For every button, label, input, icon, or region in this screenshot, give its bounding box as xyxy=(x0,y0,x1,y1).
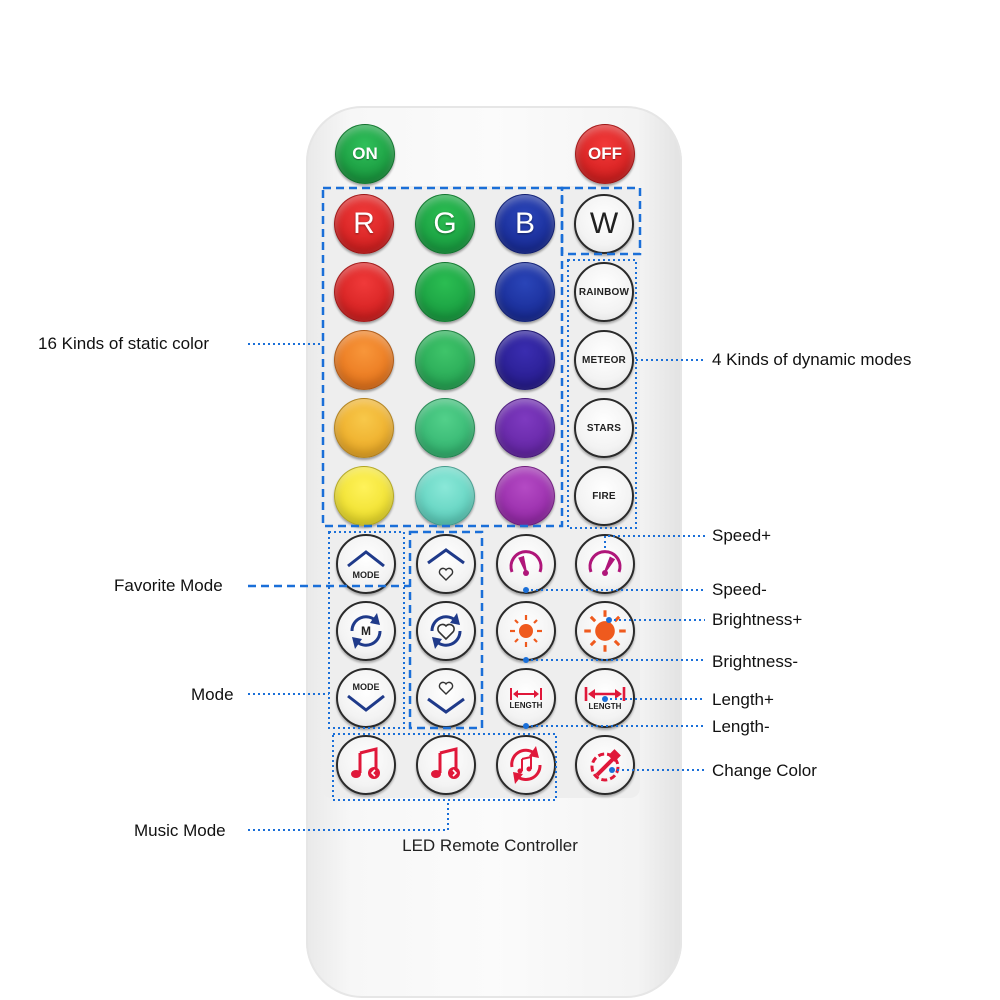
mode-label: Mode xyxy=(191,685,234,704)
favorite-cycle-button[interactable] xyxy=(416,601,476,661)
length-plus-label-text: Length+ xyxy=(712,690,774,709)
mode-up-button[interactable]: MODE xyxy=(336,534,396,594)
mode-up-label: MODE xyxy=(352,570,380,580)
blue-button[interactable]: B xyxy=(495,194,555,254)
mode-cycle-button[interactable]: M xyxy=(336,601,396,661)
sun-icon xyxy=(510,615,542,647)
mode-down-button[interactable]: MODE xyxy=(336,668,396,728)
on-label: ON xyxy=(352,144,378,163)
white-letter: W xyxy=(589,207,619,240)
chevron-up-icon xyxy=(427,548,465,565)
mode-down-label: MODE xyxy=(352,682,380,692)
length-minus-label: LENGTH xyxy=(509,700,543,710)
music-cycle-button[interactable] xyxy=(496,735,556,795)
cycle-heart-icon xyxy=(430,613,462,649)
change-color-label: Change Color xyxy=(712,761,817,780)
color-button-purple[interactable] xyxy=(495,398,555,458)
color-button-sea-green[interactable] xyxy=(415,330,475,390)
dynamic-modes-label: 4 Kinds of dynamic modes xyxy=(712,350,912,369)
meteor-button[interactable]: METEOR xyxy=(574,330,634,390)
color-button-green[interactable] xyxy=(415,262,475,322)
music-note-next-icon xyxy=(431,747,460,779)
color-button-amber[interactable] xyxy=(334,398,394,458)
favorite-down-button[interactable] xyxy=(416,668,476,728)
red-button[interactable]: R xyxy=(334,194,394,254)
dynamic-modes-box xyxy=(567,259,637,529)
green-letter: G xyxy=(433,207,457,240)
speedometer-icon xyxy=(509,550,543,576)
music-mode-box xyxy=(332,733,557,801)
white-button[interactable]: W xyxy=(574,194,634,254)
fire-button[interactable]: FIRE xyxy=(574,466,634,526)
favorite-up-button[interactable] xyxy=(416,534,476,594)
chevron-up-icon xyxy=(347,550,385,568)
music-note-prev-icon xyxy=(351,747,380,779)
music-prev-button[interactable] xyxy=(336,735,396,795)
color-dropper-icon xyxy=(590,749,621,782)
color-button-yellow[interactable] xyxy=(334,466,394,526)
length-minus-label-text: Length- xyxy=(712,717,770,736)
blue-letter: B xyxy=(514,207,535,240)
white-button-box xyxy=(560,186,642,256)
stars-label: STARS xyxy=(586,422,622,434)
heart-icon xyxy=(438,681,454,695)
brightness-minus-label: Brightness- xyxy=(712,652,798,671)
speed-minus-label: Speed- xyxy=(712,580,767,599)
chevron-down-icon xyxy=(427,697,465,714)
red-letter: R xyxy=(353,207,375,240)
cycle-arrows-icon xyxy=(350,613,382,649)
favorite-mode-label: Favorite Mode xyxy=(114,576,223,595)
speed-plus-button[interactable] xyxy=(575,534,635,594)
speed-minus-button[interactable] xyxy=(496,534,556,594)
off-button[interactable]: OFF xyxy=(575,124,635,184)
meteor-label: METEOR xyxy=(582,354,626,366)
music-cycle-icon xyxy=(510,746,542,784)
color-button-indigo[interactable] xyxy=(495,330,555,390)
color-button-red[interactable] xyxy=(334,262,394,322)
mode-cycle-label: M xyxy=(361,624,371,638)
green-button[interactable]: G xyxy=(415,194,475,254)
length-arrow-icon xyxy=(510,687,542,700)
change-color-button[interactable] xyxy=(575,735,635,795)
chevron-down-icon xyxy=(347,694,385,712)
length-arrow-icon xyxy=(584,686,626,701)
color-button-emerald[interactable] xyxy=(415,398,475,458)
brightness-plus-button[interactable] xyxy=(575,601,635,661)
music-next-button[interactable] xyxy=(416,735,476,795)
off-label: OFF xyxy=(588,144,622,163)
rainbow-button[interactable]: RAINBOW xyxy=(574,262,634,322)
speed-plus-leader xyxy=(604,535,705,548)
rainbow-label: RAINBOW xyxy=(578,286,630,298)
static-color-label: 16 Kinds of static color xyxy=(38,334,210,353)
heart-icon xyxy=(438,567,454,581)
on-button[interactable]: ON xyxy=(335,124,395,184)
remote-name: LED Remote Controller xyxy=(402,836,578,855)
brightness-plus-label: Brightness+ xyxy=(712,610,803,629)
speed-plus-label: Speed+ xyxy=(712,526,772,545)
color-button-blue[interactable] xyxy=(495,262,555,322)
speedometer-icon xyxy=(588,550,622,576)
mode-column-box xyxy=(328,531,405,729)
sun-icon xyxy=(584,610,626,652)
stars-button[interactable]: STARS xyxy=(574,398,634,458)
static-color-box xyxy=(321,186,564,528)
color-button-orange[interactable] xyxy=(334,330,394,390)
brightness-minus-button[interactable] xyxy=(496,601,556,661)
music-mode-label: Music Mode xyxy=(134,821,226,840)
length-plus-label: LENGTH xyxy=(588,701,622,711)
fire-label: FIRE xyxy=(592,490,616,502)
music-mode-leader xyxy=(248,800,449,831)
favorite-column-box xyxy=(408,530,484,730)
